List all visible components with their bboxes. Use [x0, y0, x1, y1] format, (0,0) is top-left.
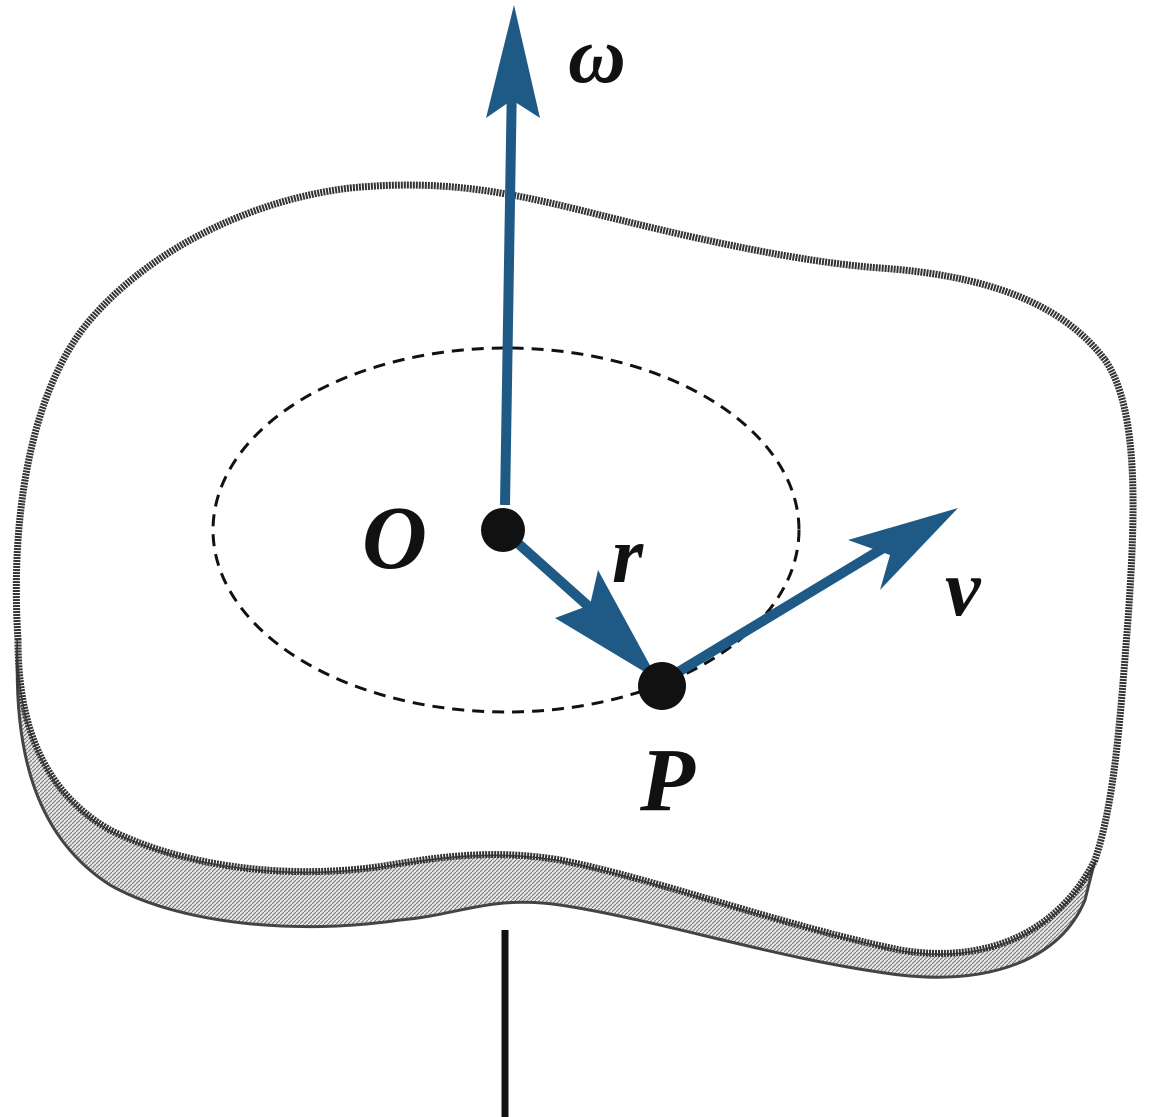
position-vector: [499, 526, 658, 680]
angular-velocity-vector: [486, 5, 540, 506]
velocity-vector: [662, 508, 958, 685]
radius-label: r: [612, 512, 644, 600]
origin-point: [481, 508, 525, 552]
rigid-body-outline: [12, 181, 1137, 957]
origin-label: O: [362, 489, 427, 588]
point-label: P: [639, 731, 696, 830]
point-p: [638, 662, 686, 710]
omega-label: ω: [568, 12, 626, 100]
circular-path: [211, 346, 801, 714]
velocity-label: v: [945, 545, 982, 633]
